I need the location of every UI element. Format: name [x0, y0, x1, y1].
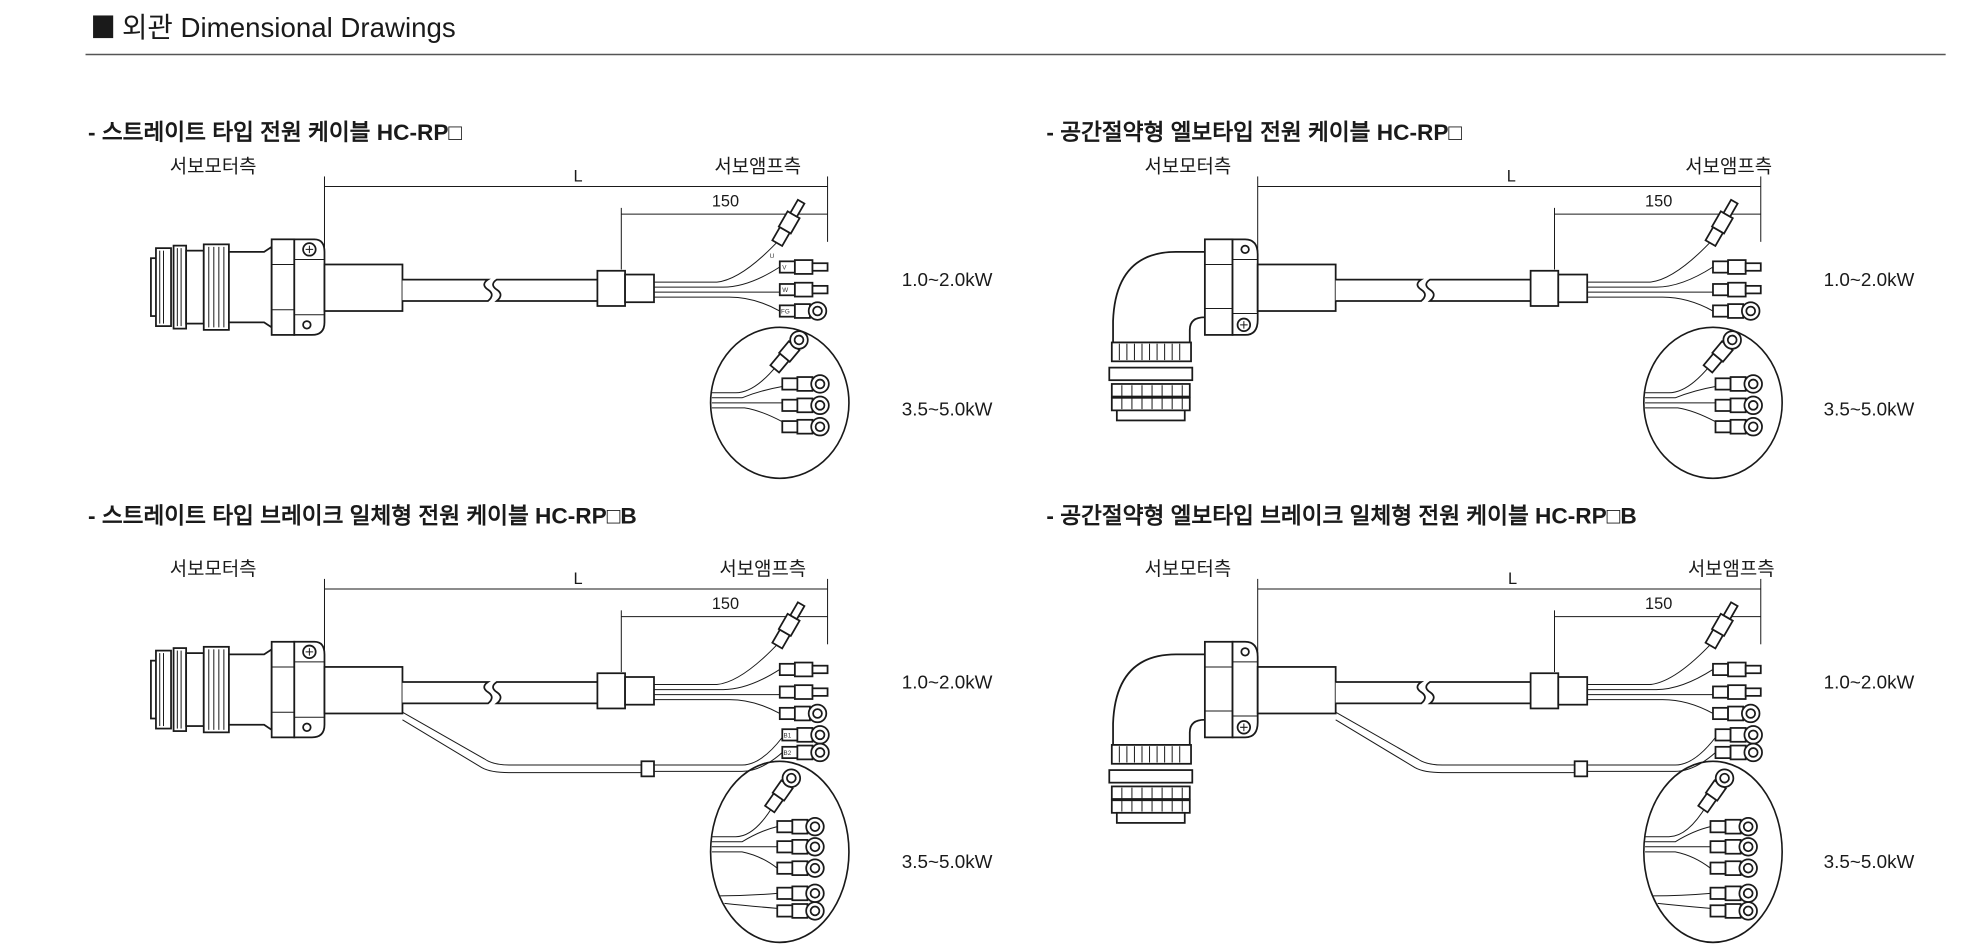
panel-elbow-power-cable: - 공간절약형 엘보타입 전원 케이블 HC-RP□ 서보모터측 서보앰프측 L… — [1046, 120, 1915, 478]
motor-side-label: 서보모터측 — [1145, 156, 1232, 177]
terminal-markings: V W FG U B1 B2 — [770, 253, 792, 757]
dimension-150-label: 150 — [1645, 193, 1672, 211]
panel-title: - 스트레이트 타입 전원 케이블 HC-RP□ — [88, 120, 462, 145]
terminal-label-fg: FG — [781, 309, 790, 316]
terminal-label-b1: B1 — [784, 732, 792, 739]
power-small-label: 1.0~2.0kW — [1824, 671, 1915, 692]
terminal-label-w: W — [782, 287, 788, 294]
dimension-150-label: 150 — [712, 193, 739, 211]
panel-title: - 공간절약형 엘보타입 전원 케이블 HC-RP□ — [1046, 120, 1462, 145]
cable-drawing — [1258, 579, 1761, 722]
amp-side-label: 서보앰프측 — [1688, 558, 1775, 579]
power-small-label: 1.0~2.0kW — [1824, 269, 1915, 290]
dimension-L-label: L — [1507, 167, 1516, 185]
power-large-label: 3.5~5.0kW — [1824, 398, 1915, 419]
amp-side-label: 서보앰프측 — [1685, 156, 1772, 177]
panel-title: - 스트레이트 타입 브레이크 일체형 전원 케이블 HC-RP□B — [88, 504, 637, 529]
power-small-label: 1.0~2.0kW — [902, 671, 993, 692]
brake-cable-drawing — [402, 712, 828, 776]
page-title: 외관 Dimensional Drawings — [122, 12, 456, 43]
amp-side-label: 서보앰프측 — [719, 558, 806, 579]
dimension-150-label: 150 — [1645, 595, 1672, 613]
elbow-connector-drawing — [1108, 238, 1259, 422]
dimension-L-label: L — [1508, 570, 1517, 588]
cable-drawing — [324, 176, 827, 319]
cable-drawing — [324, 579, 827, 722]
dimension-150-label: 150 — [712, 595, 739, 613]
terminal-inset-detail — [1644, 327, 1782, 478]
brake-cable-drawing — [1336, 712, 1762, 776]
motor-side-label: 서보모터측 — [170, 558, 257, 579]
amp-side-label: 서보앰프측 — [714, 156, 801, 177]
dimension-L-label: L — [574, 570, 583, 588]
header-square-icon — [93, 15, 114, 39]
panel-straight-power-cable: - 스트레이트 타입 전원 케이블 HC-RP□ 서보모터측 서보앰프측 L 1… — [88, 120, 993, 478]
elbow-connector-drawing — [1108, 640, 1259, 824]
panel-elbow-brake-power-cable: - 공간절약형 엘보타입 브레이크 일체형 전원 케이블 HC-RP□B 서보모… — [1046, 504, 1915, 943]
panel-straight-brake-power-cable: - 스트레이트 타입 브레이크 일체형 전원 케이블 HC-RP□B 서보모터측… — [88, 504, 993, 943]
terminal-inset-detail — [1644, 761, 1782, 942]
straight-connector-drawing — [150, 640, 326, 739]
terminal-label-u: U — [770, 253, 775, 260]
panel-title: - 공간절약형 엘보타입 브레이크 일체형 전원 케이블 HC-RP□B — [1046, 504, 1636, 529]
cable-drawing — [1258, 176, 1761, 319]
power-large-label: 3.5~5.0kW — [902, 851, 993, 872]
terminal-label-v: V — [782, 265, 787, 272]
motor-side-label: 서보모터측 — [170, 156, 257, 177]
dimension-L-label: L — [574, 167, 583, 185]
power-large-label: 3.5~5.0kW — [1824, 851, 1915, 872]
terminal-inset-detail — [711, 327, 849, 478]
terminal-inset-detail — [711, 761, 849, 942]
terminal-label-b2: B2 — [784, 750, 792, 757]
motor-side-label: 서보모터측 — [1145, 558, 1232, 579]
straight-connector-drawing — [150, 238, 326, 336]
power-small-label: 1.0~2.0kW — [902, 269, 993, 290]
power-large-label: 3.5~5.0kW — [902, 398, 993, 419]
